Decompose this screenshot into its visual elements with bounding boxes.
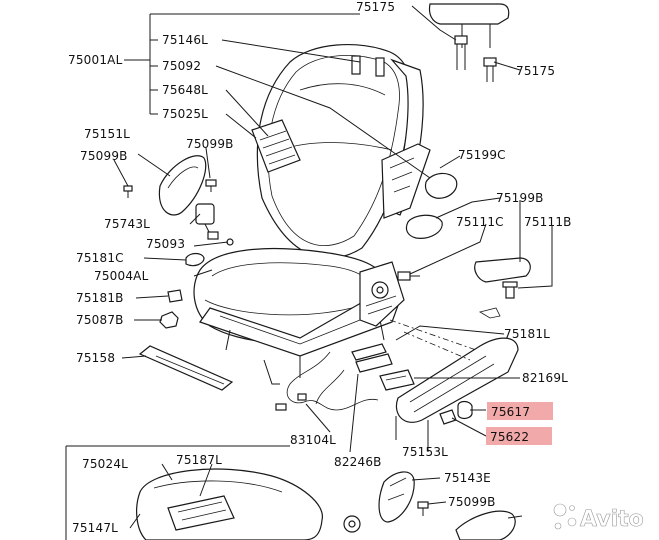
knob-75617 (457, 400, 473, 420)
side-cover-75151l (158, 155, 207, 216)
bolt-75111b (502, 281, 518, 299)
lower-mechanism (343, 515, 361, 533)
clip-75181b (167, 289, 183, 303)
label-75111b: 75111B (524, 215, 572, 229)
recliner-mechanism (359, 261, 405, 327)
knob-75622 (439, 409, 457, 425)
label-83104l: 83104L (290, 433, 336, 447)
label-75648l: 75648L (162, 83, 208, 97)
bolt-recliner (397, 271, 420, 281)
label-75099b-lower: 75099B (448, 495, 496, 509)
label-75151l: 75151L (84, 127, 130, 141)
label-75087b: 75087B (76, 313, 124, 327)
label-75622: 75622 (490, 430, 529, 444)
watermark: Avito (553, 503, 644, 532)
label-75146l: 75146L (162, 33, 208, 47)
label-75181l: 75181L (504, 327, 550, 341)
bracket-75111c (405, 214, 443, 239)
clip-75181c (185, 252, 205, 267)
label-75187l: 75187L (176, 453, 222, 467)
label-75143e: 75143E (444, 471, 491, 485)
avito-dots-icon (553, 503, 577, 530)
highlight-75617 (487, 402, 553, 420)
label-75617: 75617 (491, 405, 530, 419)
leader-lines (113, 5, 553, 529)
label-75147l: 75147L (72, 521, 118, 535)
label-75004al: 75004AL (94, 269, 149, 283)
lumbar-pad (251, 119, 301, 173)
sub-assembly-frame (65, 445, 290, 540)
label-75153l: 75153L (402, 445, 448, 459)
label-75111c: 75111C (456, 215, 504, 229)
headrest (428, 3, 510, 48)
rail-cover (138, 345, 234, 391)
label-75158: 75158 (76, 351, 115, 365)
small-clip (478, 307, 501, 319)
headrest-guide-sleeves (454, 35, 497, 82)
label-75181b: 75181B (76, 291, 124, 305)
label-75743l: 75743L (104, 217, 150, 231)
lower-right-cover (455, 510, 516, 540)
label-75199c: 75199C (458, 148, 506, 162)
label-75024l: 75024L (82, 457, 128, 471)
side-bracket-75111b (474, 257, 531, 283)
lower-cushion (136, 468, 323, 540)
control-switch (351, 343, 393, 373)
lower-side-bracket (378, 471, 415, 523)
label-75199b: 75199B (496, 191, 544, 205)
label-75181c: 75181C (76, 251, 124, 265)
label-75025l: 75025L (162, 107, 208, 121)
axis-line (403, 331, 471, 361)
watermark-text: Avito (580, 507, 644, 532)
screw-75099b-a (123, 185, 133, 198)
axis-line (389, 319, 477, 351)
highlight-75622 (486, 427, 552, 445)
screw-75099b-b (205, 179, 217, 192)
label-75001al: 75001AL (68, 53, 123, 67)
label-75093: 75093 (146, 237, 185, 251)
label-75099b-mid: 75099B (186, 137, 234, 151)
lower-screw (417, 501, 429, 516)
label-75092: 75092 (162, 59, 201, 73)
switch-box (379, 369, 415, 391)
label-75175-right: 75175 (516, 64, 555, 78)
seat-back-frame (256, 44, 424, 259)
trim-clip (424, 172, 458, 199)
label-82169l: 82169L (522, 371, 568, 385)
label-75175-top: 75175 (356, 0, 395, 14)
label-75099b-left: 75099B (80, 149, 128, 163)
nut-75087b (159, 311, 179, 329)
wiring-harness (275, 351, 379, 411)
side-shield (395, 337, 519, 423)
back-side-panel (381, 143, 431, 219)
belt-buckle (195, 203, 219, 240)
label-82246b: 82246B (334, 455, 382, 469)
